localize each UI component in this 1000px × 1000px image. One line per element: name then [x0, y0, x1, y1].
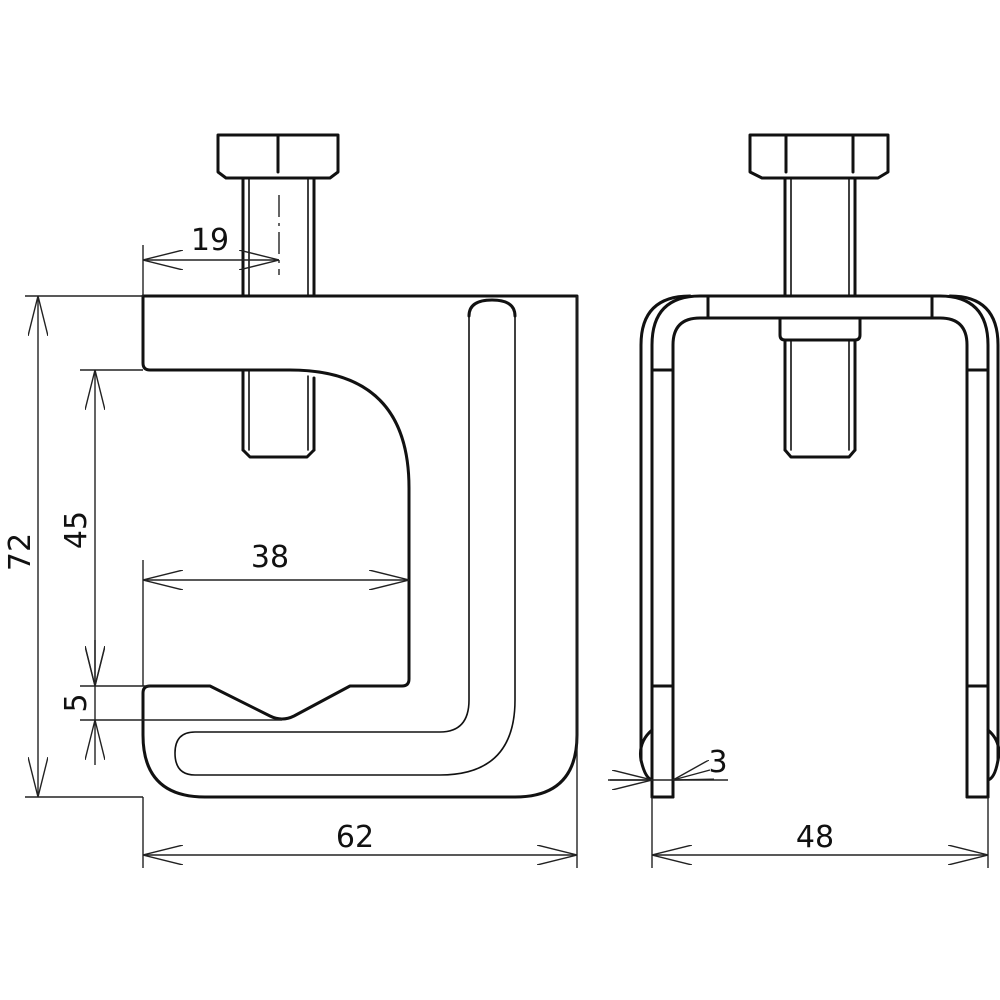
bolt-tip [241, 368, 316, 459]
dimension-throat-depth: 38 [142, 540, 409, 686]
u-bracket [639, 294, 1000, 799]
dimension-label: 62 [336, 820, 374, 855]
dimension-label: 5 [59, 693, 94, 712]
dimension-overall-width: 48 [651, 797, 989, 868]
dimension-material-thickness: 3 [608, 745, 728, 780]
dimension-bolt-offset: 19 [142, 223, 279, 296]
bolt-head [748, 133, 890, 180]
dimension-overall-length: 62 [142, 296, 578, 868]
dimension-jaw-opening: 45 [59, 369, 150, 687]
dimension-label: 3 [708, 745, 727, 780]
dimension-label: 19 [191, 223, 229, 258]
front-view [639, 133, 1000, 799]
bolt-head [216, 133, 340, 180]
dimension-label: 45 [59, 511, 94, 549]
dimension-overall-height: 72 [3, 295, 143, 798]
dimension-lip-height: 5 [59, 640, 282, 765]
clamp-body [141, 294, 579, 799]
dimension-label: 38 [251, 540, 289, 575]
side-view [141, 133, 579, 799]
dimension-label: 72 [3, 533, 38, 571]
bolt-shank [241, 176, 316, 298]
dimension-label: 48 [796, 820, 834, 855]
bolt-shank [778, 176, 862, 459]
